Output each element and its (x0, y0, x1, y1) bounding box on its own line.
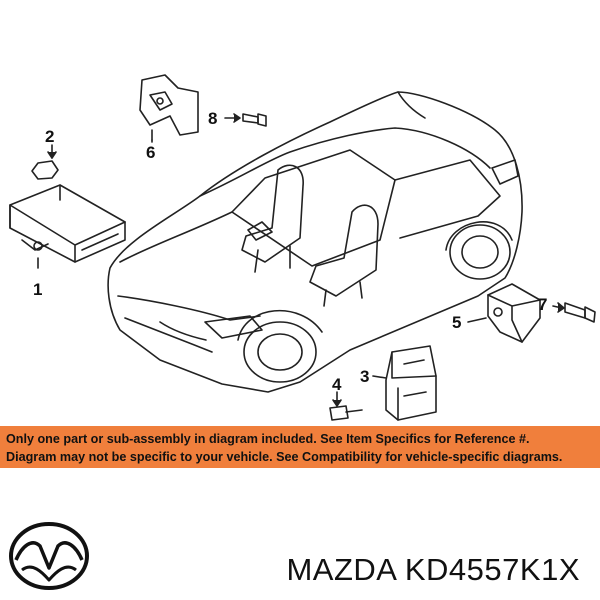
callout-5: 5 (452, 313, 462, 332)
bolt-part-8 (224, 113, 267, 127)
callout-6: 6 (146, 143, 156, 162)
bolt-part-7 (552, 302, 596, 323)
leader-5 (467, 317, 487, 323)
callout-3: 3 (360, 367, 370, 386)
disclaimer-line-2: Diagram may not be specific to your vehi… (6, 450, 563, 464)
mazda-logo-icon (9, 522, 89, 590)
callout-4: 4 (332, 375, 342, 394)
sensor-module-part-3 (385, 345, 437, 421)
nut-part-2 (31, 144, 59, 180)
bracket-sensor-part-6 (139, 74, 199, 141)
callout-8: 8 (208, 109, 218, 128)
airbag-control-module (9, 184, 126, 263)
leader-3 (372, 375, 387, 379)
callout-7: 7 (538, 295, 548, 314)
callout-1: 1 (33, 280, 43, 299)
parts-diagram (9, 74, 596, 421)
disclaimer-line-1: Only one part or sub-assembly in diagram… (6, 432, 530, 446)
vehicle-outline (107, 91, 523, 393)
part-number-label: MAZDA KD4557K1X (286, 552, 580, 587)
disclaimer-banner: Only one part or sub-assembly in diagram… (0, 426, 600, 468)
callout-2: 2 (45, 127, 55, 146)
impact-sensor-part-5 (487, 283, 541, 343)
bolt-part-4 (329, 391, 363, 421)
